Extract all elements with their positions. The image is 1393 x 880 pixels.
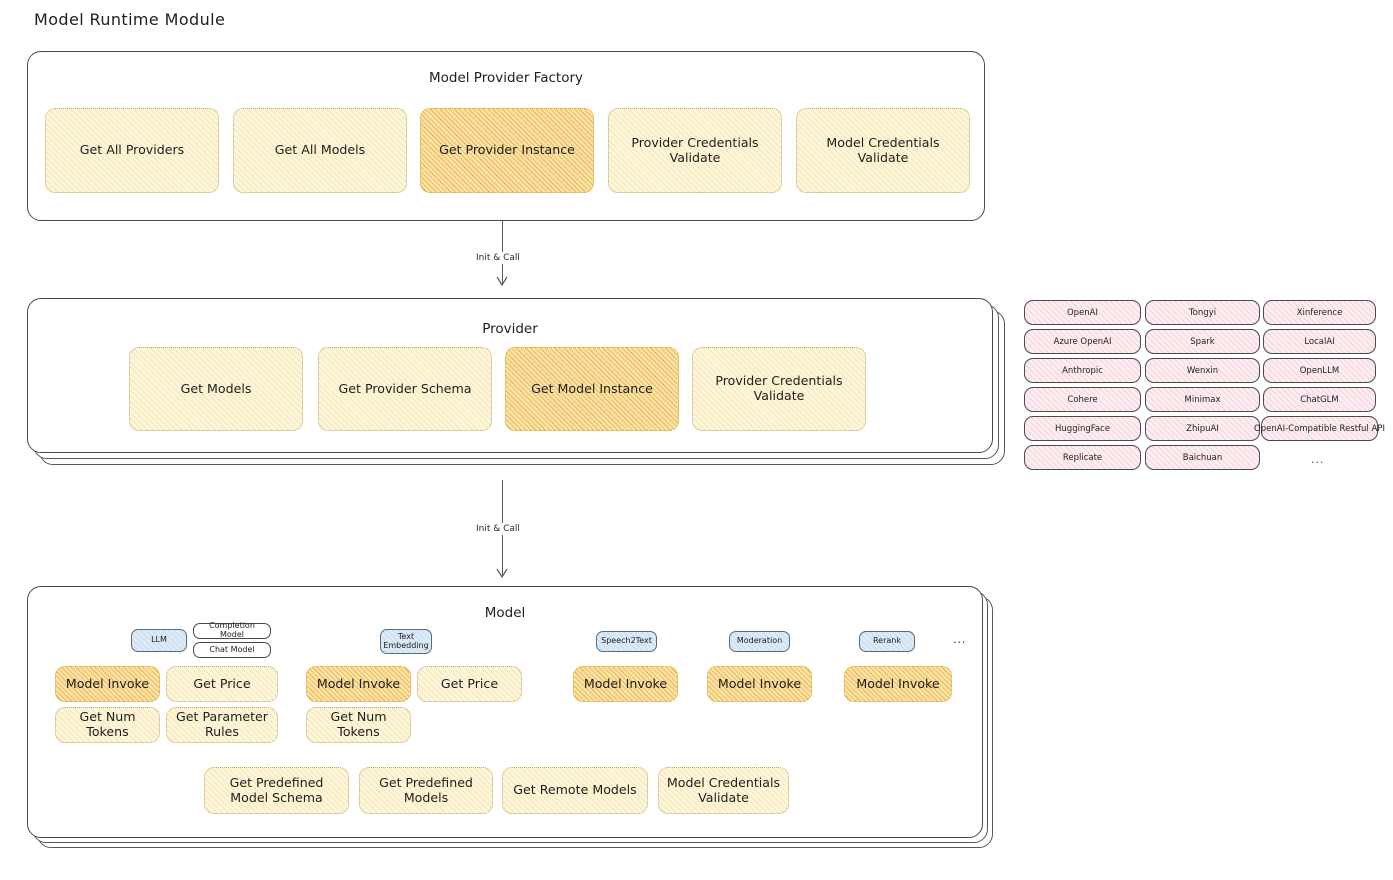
provider-tag-replicate[interactable]: Replicate (1024, 445, 1141, 470)
model-types-ellipsis: ... (953, 632, 966, 646)
moderation-method-model-invoke[interactable]: Model Invoke (707, 666, 812, 702)
provider-tag-tongyi[interactable]: Tongyi (1145, 300, 1260, 325)
model-panel: Model LLM Completion Model Chat Model Mo… (27, 586, 983, 838)
model-type-badge-rerank[interactable]: Rerank (859, 631, 915, 652)
model-common-method-model-credentials-validate[interactable]: Model Credentials Validate (658, 767, 789, 814)
arrow-provider-to-model-head (496, 568, 508, 578)
provider-method-get-models[interactable]: Get Models (129, 347, 303, 431)
provider-tag-huggingface[interactable]: HuggingFace (1024, 416, 1141, 441)
provider-tag-baichuan[interactable]: Baichuan (1145, 445, 1260, 470)
llm-method-model-invoke[interactable]: Model Invoke (55, 666, 160, 702)
arrow-factory-to-provider-label: Init & Call (472, 252, 524, 264)
provider-tag-minimax[interactable]: Minimax (1145, 387, 1260, 412)
page-title: Model Runtime Module (34, 10, 226, 29)
provider-list-ellipsis: ... (1311, 453, 1325, 466)
provider-tag-spark[interactable]: Spark (1145, 329, 1260, 354)
model-type-subbadge-completion-model[interactable]: Completion Model (193, 621, 271, 639)
provider-tag-chatglm[interactable]: ChatGLM (1263, 387, 1376, 412)
llm-method-get-parameter-rules[interactable]: Get Parameter Rules (166, 707, 278, 743)
provider-title: Provider (482, 321, 538, 337)
arrow-factory-to-provider-head (496, 276, 508, 286)
model-title: Model (484, 605, 526, 621)
provider-tag-openllm[interactable]: OpenLLM (1263, 358, 1376, 383)
factory-method-provider-credentials-validate[interactable]: Provider Credentials Validate (608, 108, 782, 193)
text-embedding-method-get-num-tokens[interactable]: Get Num Tokens (306, 707, 411, 743)
llm-method-get-num-tokens[interactable]: Get Num Tokens (55, 707, 160, 743)
arrow-provider-to-model-label: Init & Call (472, 523, 524, 535)
model-type-badge-llm[interactable]: LLM (131, 629, 187, 652)
model-common-method-get-remote-models[interactable]: Get Remote Models (502, 767, 648, 814)
provider-tag-openai[interactable]: OpenAI (1024, 300, 1141, 325)
provider-tag-azure-openai[interactable]: Azure OpenAI (1024, 329, 1141, 354)
model-common-method-get-predefined-models[interactable]: Get Predefined Models (359, 767, 493, 814)
text-embedding-method-get-price[interactable]: Get Price (417, 666, 522, 702)
provider-method-get-provider-schema[interactable]: Get Provider Schema (318, 347, 492, 431)
provider-tag-localai[interactable]: LocalAI (1263, 329, 1376, 354)
model-type-badge-text-embedding[interactable]: Text Embedding (380, 629, 432, 654)
speech2text-method-model-invoke[interactable]: Model Invoke (573, 666, 678, 702)
provider-tag-openai-compatible-restful-api[interactable]: OpenAI-Compatible Restful API (1254, 416, 1385, 441)
provider-tag-wenxin[interactable]: Wenxin (1145, 358, 1260, 383)
factory-method-get-provider-instance[interactable]: Get Provider Instance (420, 108, 594, 193)
model-provider-factory-panel: Model Provider Factory Get All Providers… (27, 51, 985, 221)
text-embedding-method-model-invoke[interactable]: Model Invoke (306, 666, 411, 702)
model-type-badge-speech2text[interactable]: Speech2Text (596, 631, 657, 652)
provider-tag-cohere[interactable]: Cohere (1024, 387, 1141, 412)
provider-method-get-model-instance[interactable]: Get Model Instance (505, 347, 679, 431)
factory-method-get-all-providers[interactable]: Get All Providers (45, 108, 219, 193)
model-type-subbadge-chat-model[interactable]: Chat Model (193, 642, 271, 658)
rerank-method-model-invoke[interactable]: Model Invoke (844, 666, 952, 702)
llm-method-get-price[interactable]: Get Price (166, 666, 278, 702)
factory-method-model-credentials-validate[interactable]: Model Credentials Validate (796, 108, 970, 193)
provider-method-provider-credentials-validate[interactable]: Provider Credentials Validate (692, 347, 866, 431)
provider-panel: Provider Get Models Get Provider Schema … (27, 298, 993, 453)
factory-method-get-all-models[interactable]: Get All Models (233, 108, 407, 193)
provider-tag-zhipuai[interactable]: ZhipuAI (1145, 416, 1260, 441)
model-provider-factory-title: Model Provider Factory (428, 70, 583, 86)
model-type-badge-moderation[interactable]: Moderation (729, 631, 790, 652)
model-common-method-get-predefined-model-schema[interactable]: Get Predefined Model Schema (204, 767, 349, 814)
provider-tag-xinference[interactable]: Xinference (1263, 300, 1376, 325)
provider-tag-anthropic[interactable]: Anthropic (1024, 358, 1141, 383)
